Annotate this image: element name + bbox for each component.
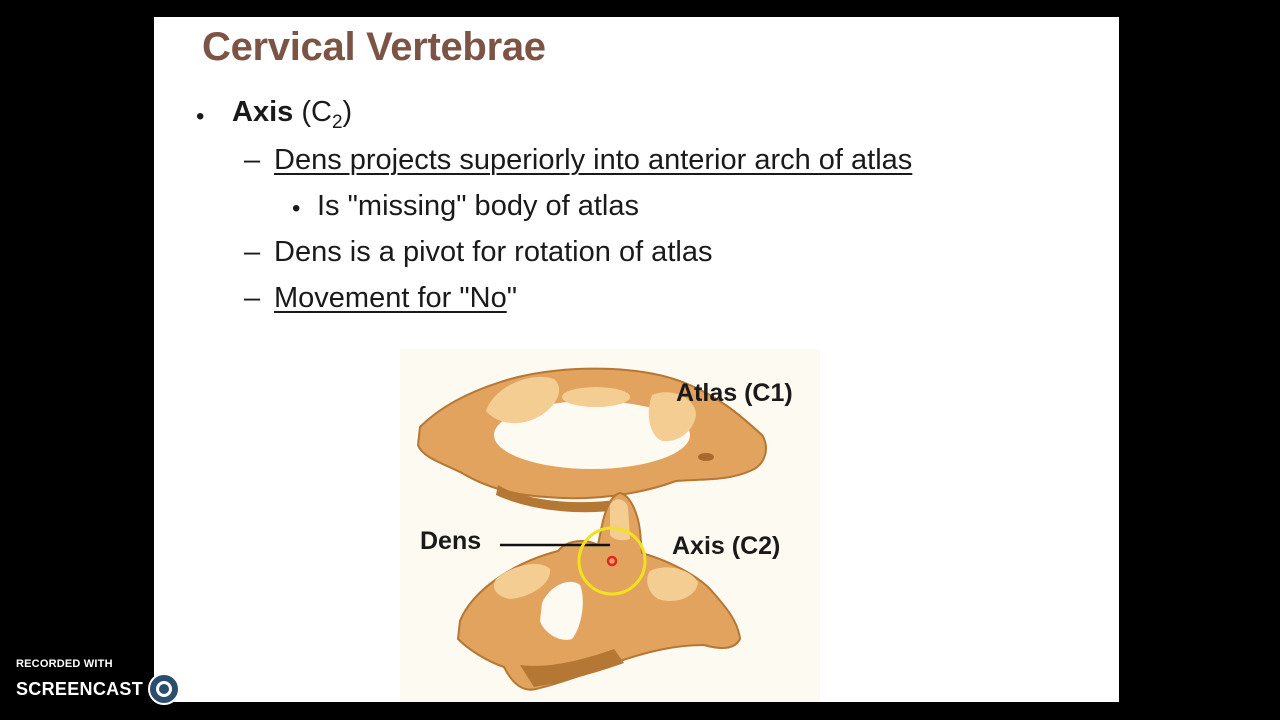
bullet-dot: • <box>196 103 205 130</box>
atlas-bone <box>416 367 767 513</box>
screencast-logo-icon <box>148 673 181 705</box>
bullet-missing-body: Is "missing" body of atlas <box>317 190 640 222</box>
slide-title: Cervical Vertebrae <box>202 25 546 69</box>
bullet-axis-text: (C <box>293 96 332 128</box>
cursor-dot <box>606 555 618 567</box>
bullet-movement-underlined: Movement for "No <box>274 282 507 314</box>
bullet-dot-2: • <box>292 195 301 222</box>
cursor-highlight-ring <box>577 526 647 596</box>
bullet-axis-close: ) <box>342 96 353 128</box>
atlas-label: Atlas (C1) <box>676 379 793 407</box>
screencast-watermark: RECORDED WITH SCREENCAST MATIC <box>16 658 240 706</box>
bullet-pivot: Dens is a pivot for rotation of atlas <box>274 236 713 268</box>
watermark-recorded-with: RECORDED WITH <box>16 658 113 670</box>
bullet-movement: Movement for "No" <box>274 282 517 315</box>
watermark-word-matic: MATIC <box>183 678 241 699</box>
axis-label: Axis (C2) <box>672 532 780 560</box>
bullet-axis-bold: Axis <box>232 96 294 128</box>
watermark-brand: SCREENCAST MATIC <box>16 672 240 706</box>
bullet-axis-subscript: 2 <box>331 111 343 133</box>
dash-marker-3: – <box>244 282 261 314</box>
bullet-dens-projects: Dens projects superiorly into anterior a… <box>274 144 913 176</box>
dash-marker-1: – <box>244 144 261 176</box>
dens-label: Dens <box>420 527 481 555</box>
slide: Cervical Vertebrae • Axis (C2) – Dens pr… <box>154 17 1119 702</box>
bullet-movement-close: " <box>506 282 518 314</box>
bullet-axis: Axis (C2) <box>232 96 352 134</box>
vertebrae-figure: Atlas (C1) Axis (C2) Dens <box>400 349 820 702</box>
watermark-word-screencast: SCREENCAST <box>16 678 144 699</box>
dash-marker-2: – <box>244 236 261 268</box>
